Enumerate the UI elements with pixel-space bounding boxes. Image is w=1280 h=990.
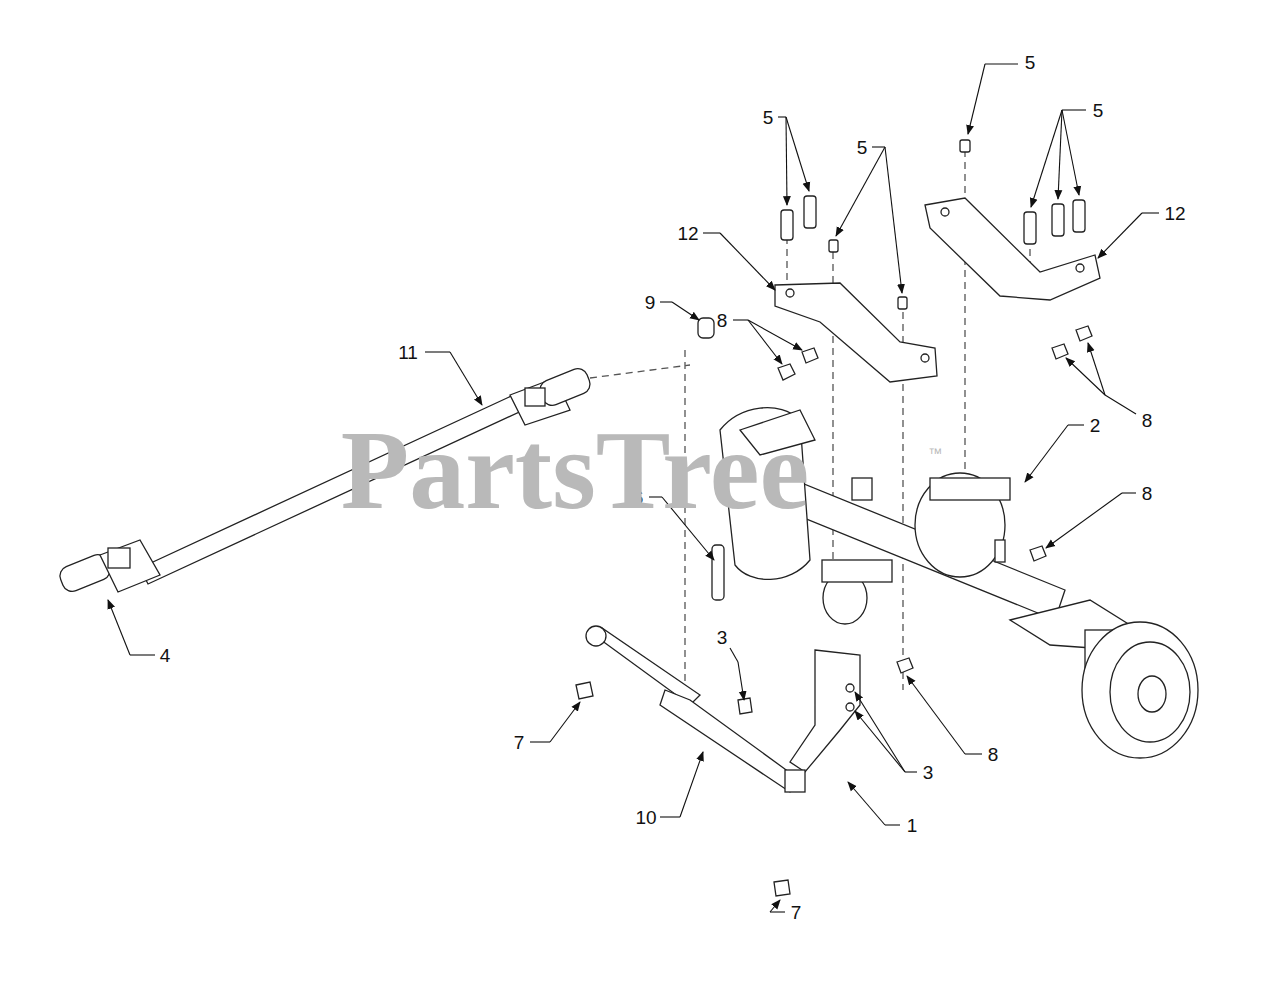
callout-number: 2: [1090, 416, 1101, 435]
callout-number: 8: [988, 745, 999, 764]
callout-number: 9: [645, 293, 656, 312]
callout-number: 3: [717, 628, 728, 647]
leader-lines: [108, 64, 1159, 912]
callout-number: 5: [857, 138, 868, 157]
callout-number: 5: [763, 108, 774, 127]
callout-number: 11: [398, 343, 418, 362]
callout-number: 4: [160, 646, 171, 665]
callout-number: 10: [635, 808, 656, 827]
callout-number: 1: [907, 816, 918, 835]
callout-number: 8: [717, 311, 728, 330]
callout-number: 7: [791, 903, 802, 922]
callout-number: 5: [1093, 101, 1104, 120]
callout-number: 8: [1142, 411, 1153, 430]
exploded-view: [57, 140, 1198, 896]
trademark: ™: [928, 446, 942, 460]
callout-number: 12: [677, 224, 698, 243]
watermark: PartsTree: [341, 414, 810, 526]
callout-number: 5: [1025, 53, 1036, 72]
callout-number: 8: [1142, 484, 1153, 503]
callout-number: 12: [1164, 204, 1185, 223]
callout-number: 3: [923, 763, 934, 782]
callout-number: 7: [514, 733, 525, 752]
